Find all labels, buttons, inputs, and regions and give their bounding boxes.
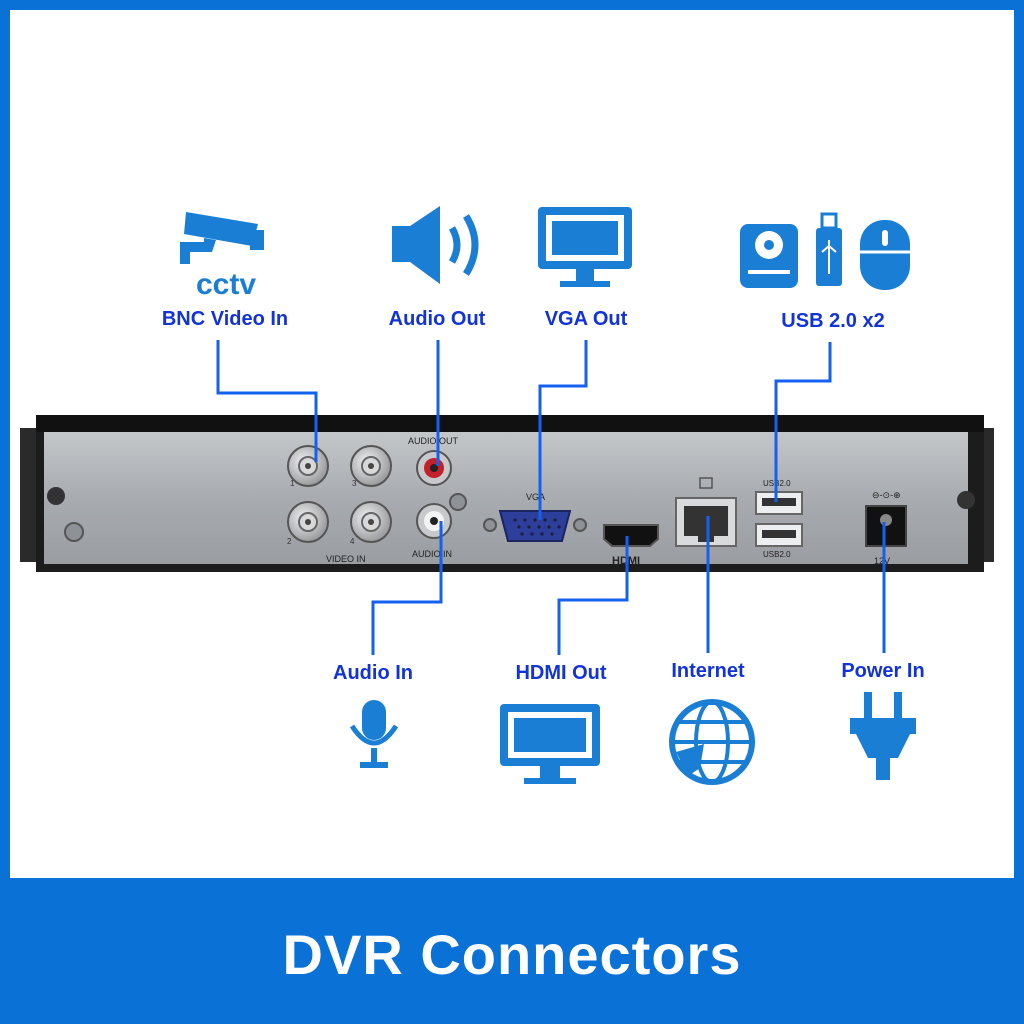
video-in-text: VIDEO IN — [326, 554, 366, 564]
audio-in-text: AUDIO IN — [412, 549, 452, 559]
vga-port: VGA — [498, 492, 572, 542]
label-usb: USB 2.0 x2 — [781, 310, 885, 332]
speaker-icon — [392, 206, 479, 284]
line-bnc-video-in — [216, 340, 318, 462]
power-plug-icon — [850, 692, 916, 780]
ethernet-port — [675, 477, 737, 547]
mouse-icon — [860, 220, 910, 290]
dvr-diagram: 1 3 2 4 VIDEO IN AUDIO OUT AUDIO IN — [20, 206, 994, 785]
label-audio-out: Audio Out — [388, 308, 486, 330]
bnc-connector — [350, 501, 392, 543]
label-audio-in: Audio In — [333, 662, 413, 684]
device-plate — [44, 432, 968, 564]
monitor-icon — [538, 207, 632, 287]
usb-bottom-text: USB2.0 — [763, 550, 791, 559]
microphone-icon — [349, 700, 399, 768]
screw-left — [47, 487, 65, 505]
vga-text: VGA — [526, 492, 545, 502]
label-vga-out: VGA Out — [544, 308, 628, 330]
bnc-number-2: 2 — [287, 537, 292, 546]
line-vga-out — [538, 340, 588, 520]
bnc-number-1: 1 — [290, 479, 295, 488]
audio-screw — [449, 493, 467, 511]
hard-drive-icon — [740, 224, 798, 288]
power-voltage-text: 12V — [874, 556, 890, 566]
storage-usb-mouse-icon — [740, 212, 910, 290]
bnc-connectors: 1 3 2 4 VIDEO IN — [287, 445, 392, 564]
line-hdmi-out — [557, 536, 629, 655]
hdmi-port: HDMI — [603, 524, 659, 567]
bnc-number-3: 3 — [352, 479, 357, 488]
vga-screw-left — [483, 518, 497, 532]
network-symbol-icon — [699, 477, 713, 489]
footer-title: DVR Connectors — [282, 923, 742, 986]
bnc-connector — [350, 445, 392, 487]
label-power-in: Power In — [841, 660, 925, 682]
cctv-camera-icon: cctv — [180, 212, 264, 301]
vga-screw-right — [573, 518, 587, 532]
device-top-edge — [36, 415, 984, 432]
line-audio-in — [371, 521, 443, 655]
bnc-connector — [287, 445, 329, 487]
usb-stick-icon — [816, 212, 842, 286]
line-usb — [774, 342, 832, 502]
bnc-number-4: 4 — [350, 537, 355, 546]
power-polarity-icon: ⊖-⊙-⊕ — [872, 490, 901, 500]
screw-right — [957, 491, 975, 509]
dvr-rear-panel — [20, 415, 994, 572]
monitor-icon — [500, 704, 600, 784]
label-hdmi-out: HDMI Out — [515, 662, 607, 684]
label-bnc-video-in: BNC Video In — [161, 308, 289, 330]
ground-screw — [64, 522, 84, 542]
cctv-icon-text: cctv — [196, 268, 256, 301]
bnc-connector — [287, 501, 329, 543]
audio-out-text: AUDIO OUT — [408, 436, 459, 446]
connector-lines — [216, 340, 886, 655]
label-internet: Internet — [671, 660, 745, 682]
globe-icon — [669, 699, 755, 785]
